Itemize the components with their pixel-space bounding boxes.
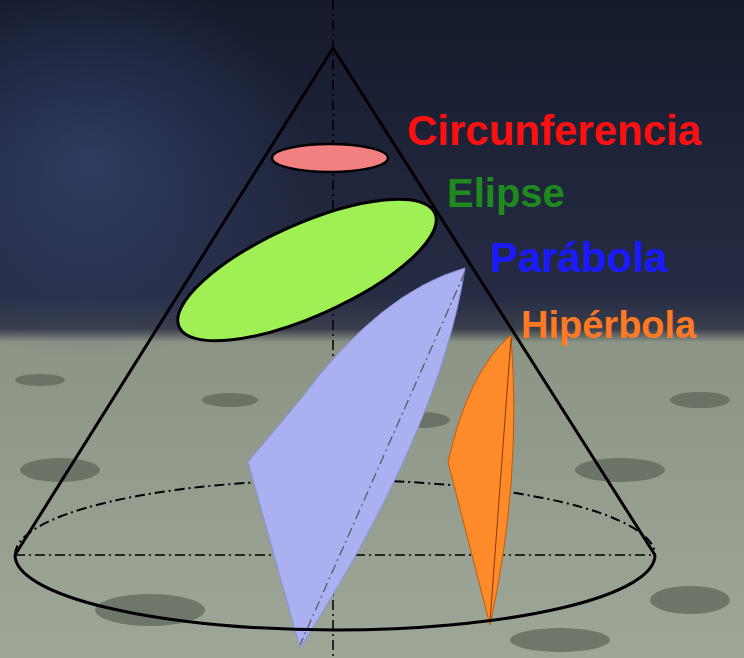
conic-label: Parábola: [490, 237, 667, 279]
hyperbola-section: [448, 335, 514, 625]
conic-label: Circunferencia: [407, 110, 701, 152]
conic-label: Elipse: [447, 173, 565, 213]
conic-label: Hipérbola: [521, 306, 696, 344]
hyperbola-axis: [490, 338, 511, 622]
ellipse-section: [160, 171, 453, 369]
base-front: [15, 555, 655, 630]
circle-section: [272, 144, 388, 172]
parabola-axis: [300, 272, 465, 645]
cone-left-side: [15, 48, 333, 555]
